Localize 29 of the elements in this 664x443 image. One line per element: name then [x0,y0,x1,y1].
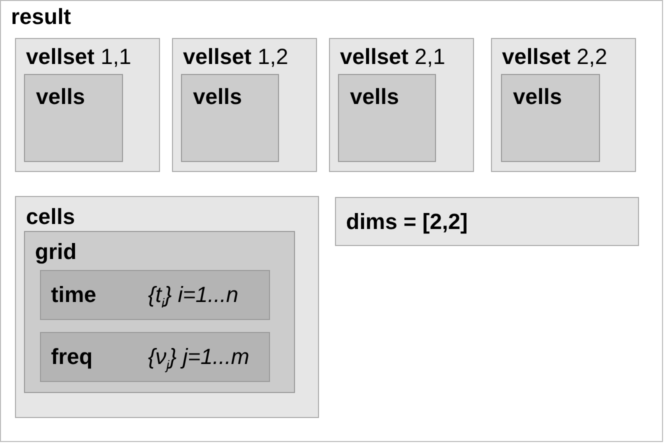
group-panel [15,38,160,172]
title-text: result [11,4,71,30]
title-text: dims = [2,2] [346,209,468,235]
title-text: time [51,282,96,308]
title-text: freq [51,344,93,370]
row-panel [40,332,270,382]
inner-panel [501,74,600,162]
inner-panel [24,231,295,393]
row-panel [40,270,270,320]
info-panel [335,197,639,246]
title-text: vellset 2,2 [502,44,608,70]
range-text: {ν$_{j}$} j=1...m [148,344,250,370]
group-panel [329,38,474,172]
title-text: vells [193,84,242,110]
title-text: vellset 1,1 [26,44,132,70]
inner-panel [181,74,279,162]
group-panel [15,196,319,418]
title-text: grid [35,239,77,265]
inner-panel [24,74,123,162]
title-text: vells [513,84,562,110]
inner-panel [338,74,436,162]
group-panel [491,38,636,172]
title-text: cells [26,204,75,230]
group-panel [172,38,317,172]
title-text: vells [36,84,85,110]
title-text: vells [350,84,399,110]
title-text: vellset 1,2 [183,44,288,70]
range-text: {t$_{i}$} i=1...n [148,282,238,308]
title-text: vellset 2,1 [340,44,446,70]
